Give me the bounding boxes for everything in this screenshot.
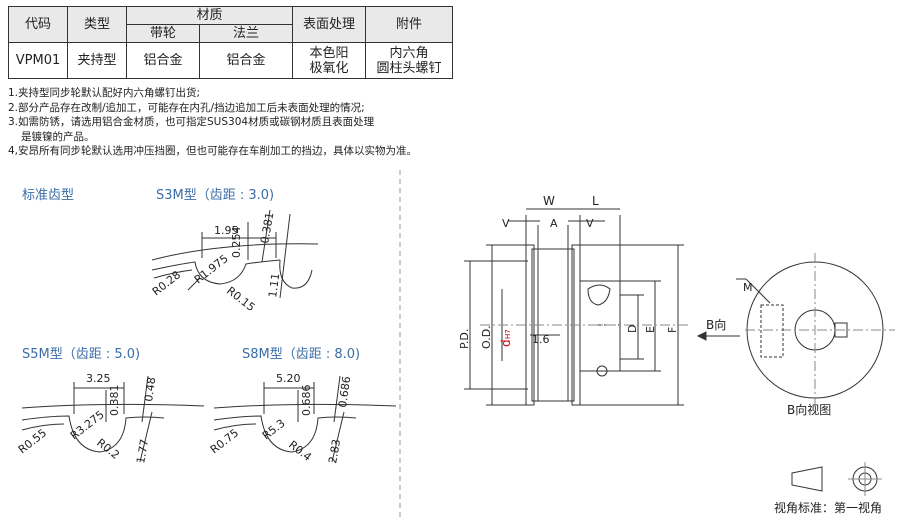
s8m-r2: R5.3 xyxy=(260,417,288,443)
dim-V1: V xyxy=(502,217,510,230)
s5m-d2: 0.381 xyxy=(108,385,121,417)
header-surface: 表面处理 xyxy=(292,6,366,43)
dim-L: L xyxy=(592,194,599,208)
header-material: 材质 xyxy=(126,6,293,25)
dim-PD: P.D. xyxy=(458,329,471,349)
surface-line-2: 极氧化 xyxy=(309,60,349,76)
dim-d: d xyxy=(499,339,513,347)
s8m-d2: 0.686 xyxy=(300,385,313,417)
s3m-h: 1.11 xyxy=(266,272,282,298)
dim-D: D xyxy=(626,325,639,333)
s5m-r3: R0.2 xyxy=(94,436,122,462)
s8m-h: 2.83 xyxy=(326,438,343,464)
cell-type: 夹持型 xyxy=(67,42,127,79)
s8m-r1: R0.75 xyxy=(208,426,241,456)
header-pulley: 带轮 xyxy=(126,24,200,43)
b-view-title: B向视图 xyxy=(787,402,831,417)
s3m-d2: 0.254 xyxy=(230,227,243,259)
note-3-cont: 是镀镍的产品。 xyxy=(21,130,95,143)
pulley-drawing: W L V A V P.D. O.D. d H7 1.6 D E F B向 M … xyxy=(458,194,895,515)
cell-mat-flange: 铝合金 xyxy=(199,42,293,79)
cell-mat-pulley: 铝合金 xyxy=(126,42,200,79)
s5m-d1: 3.25 xyxy=(86,372,111,385)
note-2: 2.部分产品存在改制/追加工，可能存在内孔/挡边追加工后未表面处理的情况; xyxy=(8,101,365,114)
divider xyxy=(399,170,401,519)
note-4: 4,安昂所有同步轮默认选用冲压挡圈，但也可能存在车削加工的挡边，具体以实物为准。 xyxy=(8,145,418,157)
s3m-r1: R0.28 xyxy=(150,268,183,298)
dim-d-sub: H7 xyxy=(504,329,512,339)
s8m-d1: 5.20 xyxy=(276,372,301,385)
s3m-profile: 1.95 0.254 0.381 R0.28 R1.975 R0.15 1.11 xyxy=(150,209,319,310)
s5m-profile: 3.25 0.381 0.48 R0.55 R3.275 R0.2 1.77 xyxy=(16,372,205,465)
note-3: 3.如需防锈，请选用铝合金材质，也可指定SUS304材质或碳钢材质且表面处理 xyxy=(8,116,375,128)
dim-E: E xyxy=(644,326,657,333)
s8m-profile: 5.20 0.686 0.686 R0.75 R5.3 R0.4 2.83 xyxy=(208,372,397,465)
s3m-d1: 1.95 xyxy=(214,224,239,237)
surface-line-1: 本色阳 xyxy=(309,45,349,61)
s3m-title: S3M型（齿距 : 3.0) xyxy=(156,188,275,203)
s5m-title: S5M型（齿距 : 5.0) xyxy=(22,347,141,362)
s3m-r3: R0.15 xyxy=(224,284,257,310)
view-standard: 视角标准：第一视角 xyxy=(774,500,882,515)
standard-profile-label: 标准齿型 xyxy=(22,188,75,203)
dim-M: M xyxy=(743,281,753,294)
dim-F: F xyxy=(666,327,679,333)
dim-A: A xyxy=(550,217,558,230)
notes: 1.夹持型同步轮默认配好内六角螺钉出货; 2.部分产品存在改制/追加工，可能存在… xyxy=(8,86,417,159)
accessory-line-2: 圆柱头螺钉 xyxy=(376,60,442,76)
dim-W: W xyxy=(543,194,555,208)
spec-table: 代码 类型 材质 表面处理 附件 带轮 法兰 VPM01 夹持型 铝合金 铝合金… xyxy=(8,6,453,79)
s3m-d3: 0.381 xyxy=(258,211,276,244)
header-type: 类型 xyxy=(67,6,127,43)
s8m-title: S8M型（齿距 : 8.0) xyxy=(242,347,361,362)
s3m-r2: R1.975 xyxy=(192,252,231,286)
b-direction: B向 xyxy=(706,317,726,332)
accessory-line-1: 内六角 xyxy=(389,45,429,61)
s5m-d3: 0.48 xyxy=(142,376,158,402)
cell-code: VPM01 xyxy=(8,42,68,79)
s5m-r1: R0.55 xyxy=(16,426,49,456)
projection-symbol xyxy=(791,462,882,496)
note-1: 1.夹持型同步轮默认配好内六角螺钉出货; xyxy=(8,87,201,99)
cell-surface: 本色阳极氧化 xyxy=(292,42,366,79)
dim-1-6: 1.6 xyxy=(532,333,550,346)
header-code: 代码 xyxy=(8,6,68,43)
header-flange: 法兰 xyxy=(199,24,293,43)
dim-V2: V xyxy=(586,217,594,230)
s5m-h: 1.77 xyxy=(134,438,151,464)
header-accessory: 附件 xyxy=(365,6,453,43)
s8m-d3: 0.686 xyxy=(336,375,353,408)
cell-accessory: 内六角圆柱头螺钉 xyxy=(365,42,453,79)
dim-OD: O.D. xyxy=(480,325,493,349)
